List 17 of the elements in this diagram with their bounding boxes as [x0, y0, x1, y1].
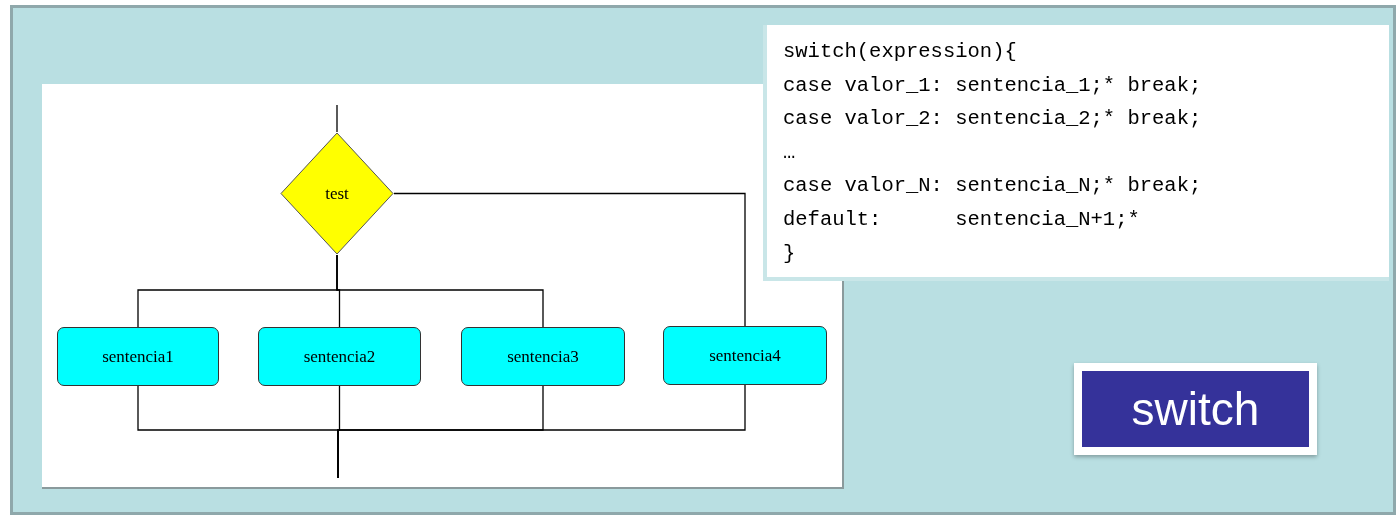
code-line: …: [783, 139, 797, 166]
process-box: sentencia3: [461, 327, 625, 386]
code-line: case valor_2: sentencia_2;* break;: [783, 106, 1203, 133]
connector-line: [336, 104, 338, 133]
process-box: sentencia4: [663, 326, 827, 385]
process-box: sentencia2: [258, 327, 421, 386]
title-badge: switch: [1074, 363, 1317, 455]
code-line: case valor_N: sentencia_N;* break;: [783, 173, 1203, 200]
decision-diamond: test: [280, 132, 394, 255]
process-box: sentencia1: [57, 327, 219, 386]
connector-line: [393, 192, 746, 327]
code-line: case valor_1: sentencia_1;* break;: [783, 72, 1203, 99]
connector-line: [337, 384, 746, 479]
code-line: switch(expression){: [783, 39, 1018, 65]
connector-line: [336, 254, 544, 328]
code-line: default: sentencia_N+1;*: [783, 206, 1141, 233]
code-line: }: [783, 240, 797, 267]
